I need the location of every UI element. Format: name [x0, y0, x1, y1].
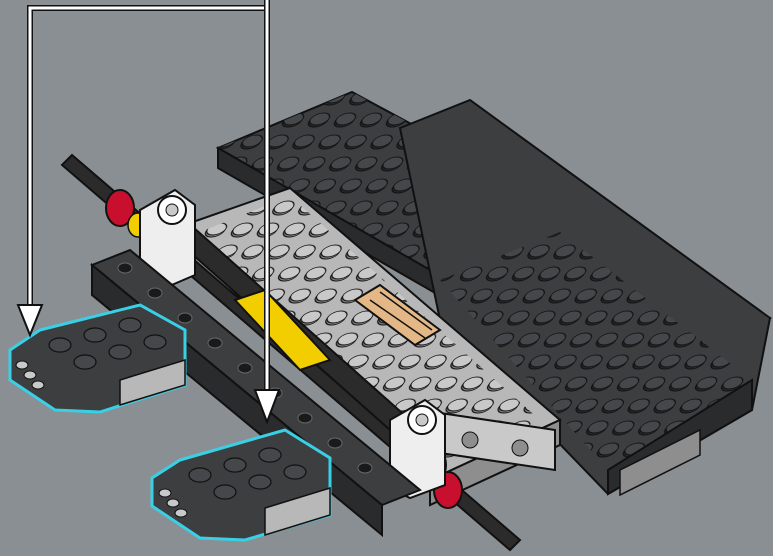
new-part-lower: [152, 430, 330, 540]
